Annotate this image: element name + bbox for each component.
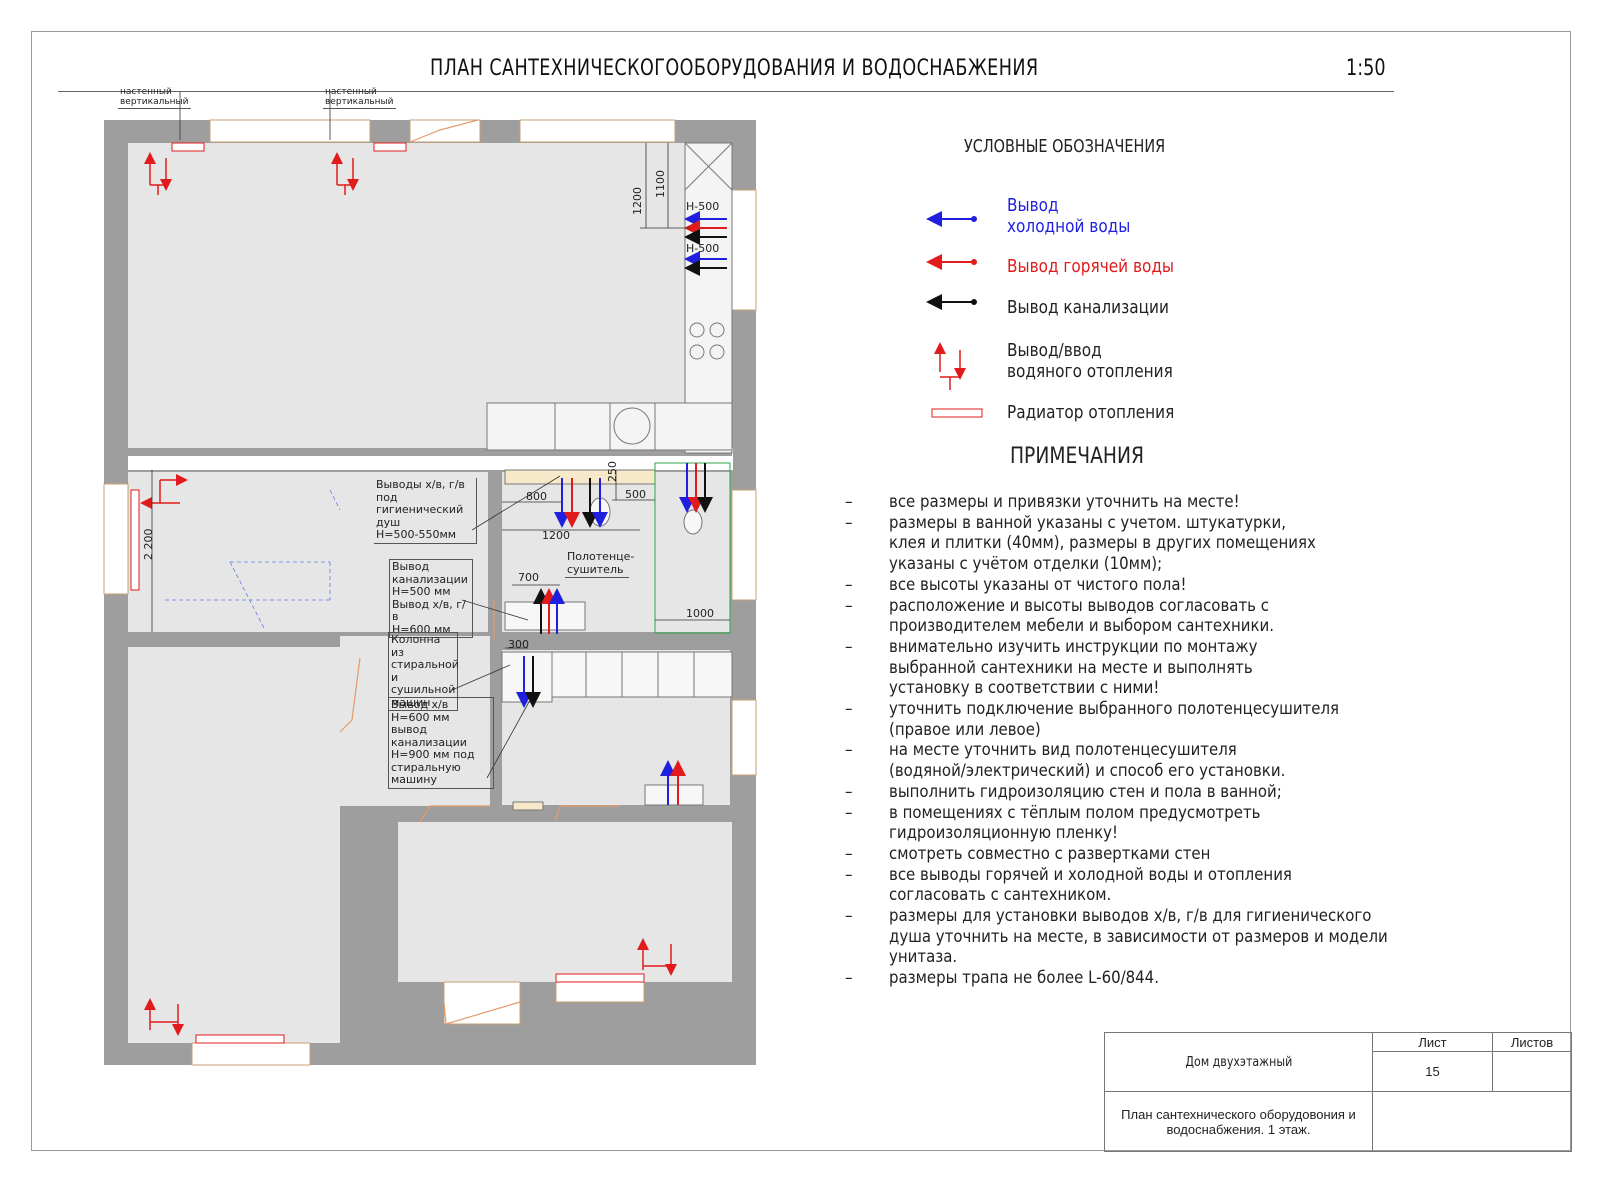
legend-label-hot-water: Вывод горячей воды	[1007, 256, 1175, 277]
note-item: –все размеры и привязки уточнить на мест…	[845, 492, 1240, 512]
note-item: –размеры трапа не более L-60/844.	[845, 968, 1159, 989]
note-washer-outlets: Вывод х/в H=600 мм вывод канализации H=9…	[388, 697, 494, 789]
legend-label-radiator: Радиатор отопления	[1007, 402, 1175, 423]
stamp-sheets-total-cell	[1492, 1051, 1572, 1092]
dim-1000: 1000	[686, 607, 714, 620]
radiator-tag-2: настенный вертикальный	[323, 87, 396, 109]
h500-label-1: H-500	[686, 200, 719, 213]
note-item: –в помещениях с тёплым полом предусмотре…	[845, 802, 1261, 844]
windows	[103, 119, 757, 1066]
note-item: –на месте уточнить вид полотенцесушителя…	[845, 740, 1286, 782]
note-item: –выполнить гидроизоляцию стен и пола в в…	[845, 781, 1282, 802]
stamp-sheets-label-cell: Листов	[1492, 1032, 1572, 1052]
note-item: –внимательно изучить инструкции по монта…	[845, 636, 1258, 699]
h500-label-2: H-500	[686, 242, 719, 255]
leader-lines	[179, 92, 561, 779]
note-item: –размеры в ванной указаны с учетом. штук…	[845, 512, 1316, 575]
stamp-sheet-number: 15	[1425, 1064, 1440, 1079]
dim-500: 500	[625, 488, 646, 501]
note-machine-column: Колонна из стиральной и сушильной машин	[388, 632, 459, 711]
legend-title: УСЛОВНЫЕ ОБОЗНАЧЕНИЯ	[964, 136, 1166, 157]
stamp-sheet-label: Лист	[1418, 1034, 1447, 1050]
dim-1200-horizontal: 1200	[542, 529, 570, 542]
note-item: –расположение и высоты выводов согласова…	[845, 595, 1274, 637]
rooms	[128, 143, 748, 1043]
dim-1200-vertical: 1200	[631, 187, 644, 215]
bathroom-outlets	[516, 463, 713, 805]
radiator-icon	[931, 408, 983, 418]
sheet-frame	[31, 31, 1571, 1151]
heating-arrows	[140, 152, 677, 1036]
notes-list: –все размеры и привязки уточнить на мест…	[845, 492, 1485, 989]
dimension-lines	[151, 143, 730, 649]
shower-layout	[165, 489, 341, 631]
radiator-tag-1: настенный вертикальный	[118, 87, 191, 109]
note-item: –смотреть совместно с развертками стен	[845, 843, 1211, 864]
note-item: –размеры для установки выводов х/в, г/в …	[845, 906, 1388, 968]
legend-label-heating: Вывод/ввод водяного отопления	[1007, 340, 1173, 382]
kitchen-units	[486, 142, 733, 454]
stamp-empty-cell	[1372, 1091, 1572, 1152]
title-underline	[58, 91, 1394, 92]
legend-label-sewer: Вывод канализации	[1007, 297, 1169, 318]
kitchen-outlets	[684, 211, 727, 276]
stamp-drawing-title-cell: План сантехнического оборудовония и водо…	[1104, 1091, 1373, 1152]
legend-label-cold-water: Вывод холодной воды	[1007, 195, 1131, 237]
stamp-drawing-title: План сантехнического оборудовония и водо…	[1121, 1106, 1356, 1137]
dim-2200-vertical: 2 200	[142, 529, 155, 561]
stamp-sheet-number-cell: 15	[1372, 1051, 1493, 1092]
drawing-title: ПЛАН САНТЕХНИЧЕСКОГООБОРУДОВАНИЯ И ВОДОС…	[430, 56, 1039, 81]
stamp-project: Дом двухэтажный	[1185, 1054, 1292, 1070]
towel-dryer-label: Полотенце- сушитель	[565, 550, 634, 578]
dim-1100-vertical: 1100	[654, 170, 667, 198]
drawing-scale: 1:50	[1346, 56, 1386, 81]
stamp-sheet-label-cell: Лист	[1372, 1032, 1493, 1052]
note-item: –уточнить подключение выбранного полотен…	[845, 699, 1340, 740]
note-item: –все выводы горячей и холодной воды и от…	[845, 864, 1292, 906]
title-block: Дом двухэтажный Лист Листов 15 План сант…	[1104, 1032, 1572, 1152]
heating-arrows-icon	[934, 342, 966, 390]
notes-title: ПРИМЕЧАНИЯ	[1010, 444, 1144, 469]
dim-250: 250	[606, 461, 619, 482]
note-shower-outlets: Выводы х/в, г/в под гигиенический душ H=…	[374, 478, 477, 544]
stamp-project-cell: Дом двухэтажный	[1104, 1032, 1373, 1092]
radiators	[130, 142, 645, 1044]
bathroom-fixtures	[501, 462, 733, 811]
stamp-sheets-label: Листов	[1510, 1034, 1554, 1050]
note-item: –все высоты указаны от чистого пола!	[845, 574, 1187, 595]
doors	[339, 119, 620, 1025]
dim-300: 300	[508, 638, 529, 651]
dim-700: 700	[518, 571, 539, 584]
